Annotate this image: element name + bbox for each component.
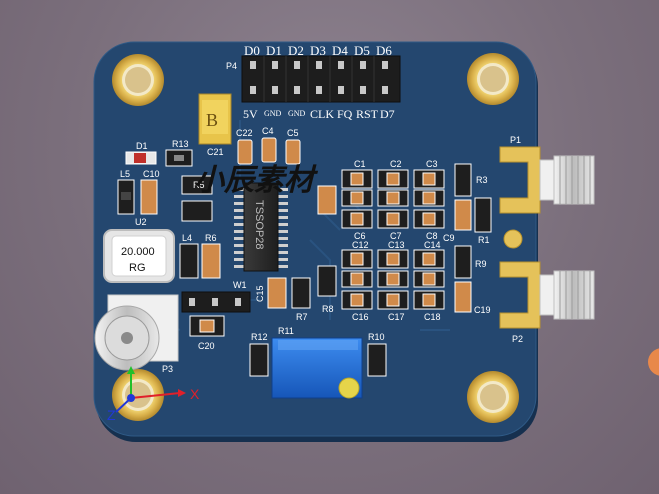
axis-triad-icon: [115, 366, 186, 413]
label-r8: R8: [322, 304, 334, 314]
smd-capacitor-group-top: [237, 137, 301, 165]
label-r7: R7: [296, 312, 308, 322]
mounting-hole-icon: [467, 53, 519, 105]
label-w1: W1: [233, 280, 247, 290]
label-p1: P1: [510, 135, 521, 145]
smd-parts-l4-r6: [179, 243, 221, 279]
inductor-l5: [117, 179, 135, 215]
pin-label-d3: D3: [310, 43, 326, 58]
led-d1: [125, 151, 157, 165]
smd-parts-r9-c19: [454, 245, 472, 313]
capacitor-c10: [140, 179, 158, 215]
smd-parts-r3-c9-r1: [454, 163, 492, 233]
label-c9: C9: [443, 233, 455, 243]
label-c21: C21: [207, 147, 224, 157]
capacitor-c20: [189, 315, 225, 337]
watermark-text: 小辰素材: [194, 163, 319, 198]
label-c5: C5: [287, 128, 299, 138]
label-c10: C10: [143, 169, 160, 179]
label-p2: P2: [512, 334, 523, 344]
pin-label-d6: D6: [376, 43, 392, 58]
label-c1: C1: [354, 159, 366, 169]
resistor-r13: [165, 149, 193, 167]
ic-part-label: TSSOP28: [253, 200, 265, 250]
pin-label-clk: CLK: [310, 107, 334, 121]
smd-capacitor-grid-top: [341, 169, 445, 229]
cap-polarity-mark: B: [206, 110, 218, 130]
crystal-frequency: 20.000: [121, 246, 155, 258]
label-c14: C14: [424, 240, 441, 250]
label-c17: C17: [388, 312, 405, 322]
sma-connector-icon: [499, 261, 595, 329]
label-r5: R5: [193, 180, 205, 190]
tantalum-capacitor: B: [198, 93, 232, 145]
label-p3: P3: [162, 364, 173, 374]
smd-capacitor-right-of-ic: [317, 185, 337, 215]
crystal-oscillator: [103, 229, 175, 283]
resistor-r10: [367, 343, 387, 377]
label-c7: C7: [390, 231, 402, 241]
label-r3: R3: [476, 175, 488, 185]
pin-header-p4: [241, 55, 401, 103]
crystal-marking: RG: [129, 262, 146, 274]
pin-label-d0: D0: [244, 43, 260, 58]
ic-tssop28: TSSOP28: [234, 182, 288, 272]
mounting-hole-icon: [467, 371, 519, 423]
mounting-hole-icon: [112, 54, 164, 106]
axis-label-z: Z: [107, 407, 116, 423]
resistor-r12: [249, 343, 269, 377]
pin-label-d2: D2: [288, 43, 304, 58]
jumper-w1: [181, 291, 251, 313]
label-c18: C18: [424, 312, 441, 322]
label-c2: C2: [390, 159, 402, 169]
label-r6: R6: [205, 233, 217, 243]
pin-label-gnd: GND: [264, 109, 282, 118]
pin-label-d7: D7: [380, 107, 395, 121]
label-c19: C19: [474, 305, 491, 315]
pin-label-5v: 5V: [243, 107, 258, 121]
axis-label-x: X: [190, 386, 200, 402]
orange-marker: [648, 348, 659, 376]
header-designator-p4: P4: [226, 61, 237, 71]
label-c8: C8: [426, 231, 438, 241]
test-pad: [503, 229, 523, 249]
label-l5: L5: [120, 169, 130, 179]
label-r12: R12: [251, 332, 268, 342]
label-c4: C4: [262, 126, 274, 136]
label-c16: C16: [352, 312, 369, 322]
label-r10: R10: [368, 332, 385, 342]
label-l4: L4: [182, 233, 192, 243]
label-c12: C12: [352, 240, 369, 250]
label-r13: R13: [172, 139, 189, 149]
label-r11: R11: [278, 326, 294, 336]
label-c3: C3: [426, 159, 438, 169]
sma-connector-icon: [499, 146, 595, 214]
label-c20: C20: [198, 341, 215, 351]
pin-label-d1: D1: [266, 43, 282, 58]
pin-label-rst: RST: [356, 107, 379, 121]
trimmer-potentiometer-r11: [271, 337, 363, 399]
label-u2: U2: [135, 217, 147, 227]
smd-parts-c15-r7: [267, 277, 311, 309]
label-c6: C6: [354, 231, 366, 241]
label-c15: C15: [255, 285, 265, 302]
pin-label-d4: D4: [332, 43, 348, 58]
smd-parts-r8: [317, 265, 337, 297]
smd-capacitor-grid-bottom: [341, 249, 445, 310]
smd-resistor-group-left: [181, 175, 213, 222]
label-r9: R9: [475, 259, 487, 269]
label-d1: D1: [136, 141, 148, 151]
bnc-connector-icon: [94, 294, 179, 371]
pin-label-fq: FQ: [337, 107, 353, 121]
label-c22: C22: [236, 128, 253, 138]
pin-label-d5: D5: [354, 43, 370, 58]
pin-label-gnd-2: GND: [288, 109, 306, 118]
label-r1: R1: [478, 235, 490, 245]
label-c13: C13: [388, 240, 405, 250]
